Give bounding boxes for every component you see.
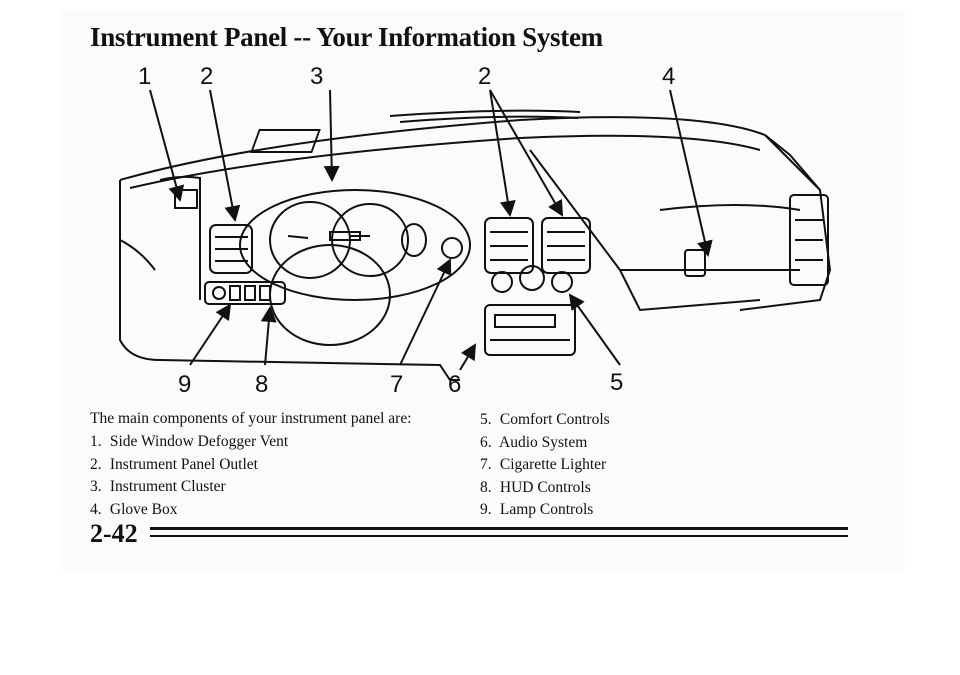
callout-2b: 2 — [478, 63, 491, 90]
footer-rule-bottom — [150, 535, 848, 537]
callout-4: 4 — [662, 63, 675, 90]
callout-1: 1 — [138, 63, 151, 90]
callout-9: 9 — [178, 371, 191, 398]
list-item: 8. HUD Controls — [480, 478, 591, 496]
instrument-panel-diagram: 1 2 3 2 4 9 8 7 6 5 — [119, 63, 832, 398]
component-list-left: 1. Side Window Defogger Vent 2. Instrume… — [90, 431, 288, 521]
callout-7: 7 — [390, 371, 403, 398]
callout-6: 6 — [448, 371, 461, 398]
dashboard-outline — [119, 109, 832, 381]
list-item: 5. Comfort Controls — [480, 411, 610, 428]
leader-lines — [149, 89, 713, 371]
list-item: 4. Glove Box — [90, 500, 178, 518]
callout-8: 8 — [255, 371, 268, 398]
callout-3: 3 — [310, 63, 323, 90]
list-item: 1. Side Window Defogger Vent — [90, 433, 289, 450]
intro-text: The main components of your instrument p… — [90, 410, 412, 427]
list-item: 9. Lamp Controls — [480, 501, 594, 518]
list-item: 7. Cigarette Lighter — [480, 456, 607, 473]
footer-rule-top — [150, 527, 848, 530]
list-item: 2. Instrument Panel Outlet — [90, 455, 258, 473]
vents — [174, 189, 829, 286]
list-item: 6. Audio System — [480, 433, 588, 451]
callout-5: 5 — [610, 369, 623, 396]
page-number: 2-42 — [90, 519, 138, 548]
cluster-gauges — [269, 201, 427, 279]
controls — [204, 237, 706, 356]
callout-2a: 2 — [200, 63, 213, 90]
component-list-right: 5. Comfort Controls 6. Audio System 7. C… — [480, 409, 610, 522]
list-item: 3. Instrument Cluster — [90, 478, 226, 495]
page-title: Instrument Panel -- Your Information Sys… — [90, 22, 603, 52]
